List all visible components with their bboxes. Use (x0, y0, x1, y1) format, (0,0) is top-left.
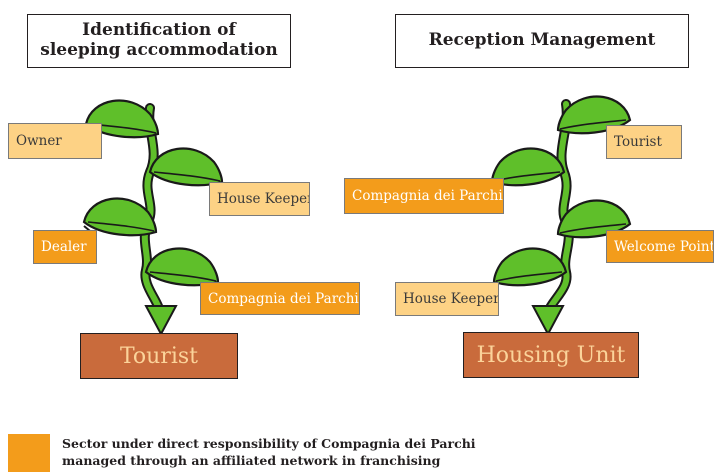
left-label-compagnia-dei-parchi: Compagnia dei Parchi (200, 282, 360, 315)
left-label-house-keeper: House Keeper (209, 182, 310, 216)
right-label-house-keeper: House Keeper (395, 282, 499, 316)
left-label-owner: Owner (8, 123, 102, 159)
legend-swatch (8, 434, 50, 472)
legend-line-1: Sector under direct responsibility of Co… (62, 436, 476, 451)
right-label-tourist: Tourist (606, 125, 682, 159)
header-reception-management: Reception Management (395, 14, 689, 68)
legend-line-2: managed through an affiliated network in… (62, 453, 441, 468)
right-label-welcome-point: Welcome Point (606, 230, 714, 263)
left-leaf-4 (144, 247, 220, 287)
right-leaf-4 (492, 247, 568, 287)
right-label-compagnia-dei-parchi: Compagnia dei Parchi (344, 178, 504, 214)
right-target-housing-unit: Housing Unit (463, 332, 639, 378)
left-label-dealer: Dealer (33, 230, 97, 264)
left-target-tourist: Tourist (80, 333, 238, 379)
left-leaf-2 (148, 147, 224, 187)
header-sleeping-accommodation: Identification of sleeping accommodation (27, 14, 291, 68)
